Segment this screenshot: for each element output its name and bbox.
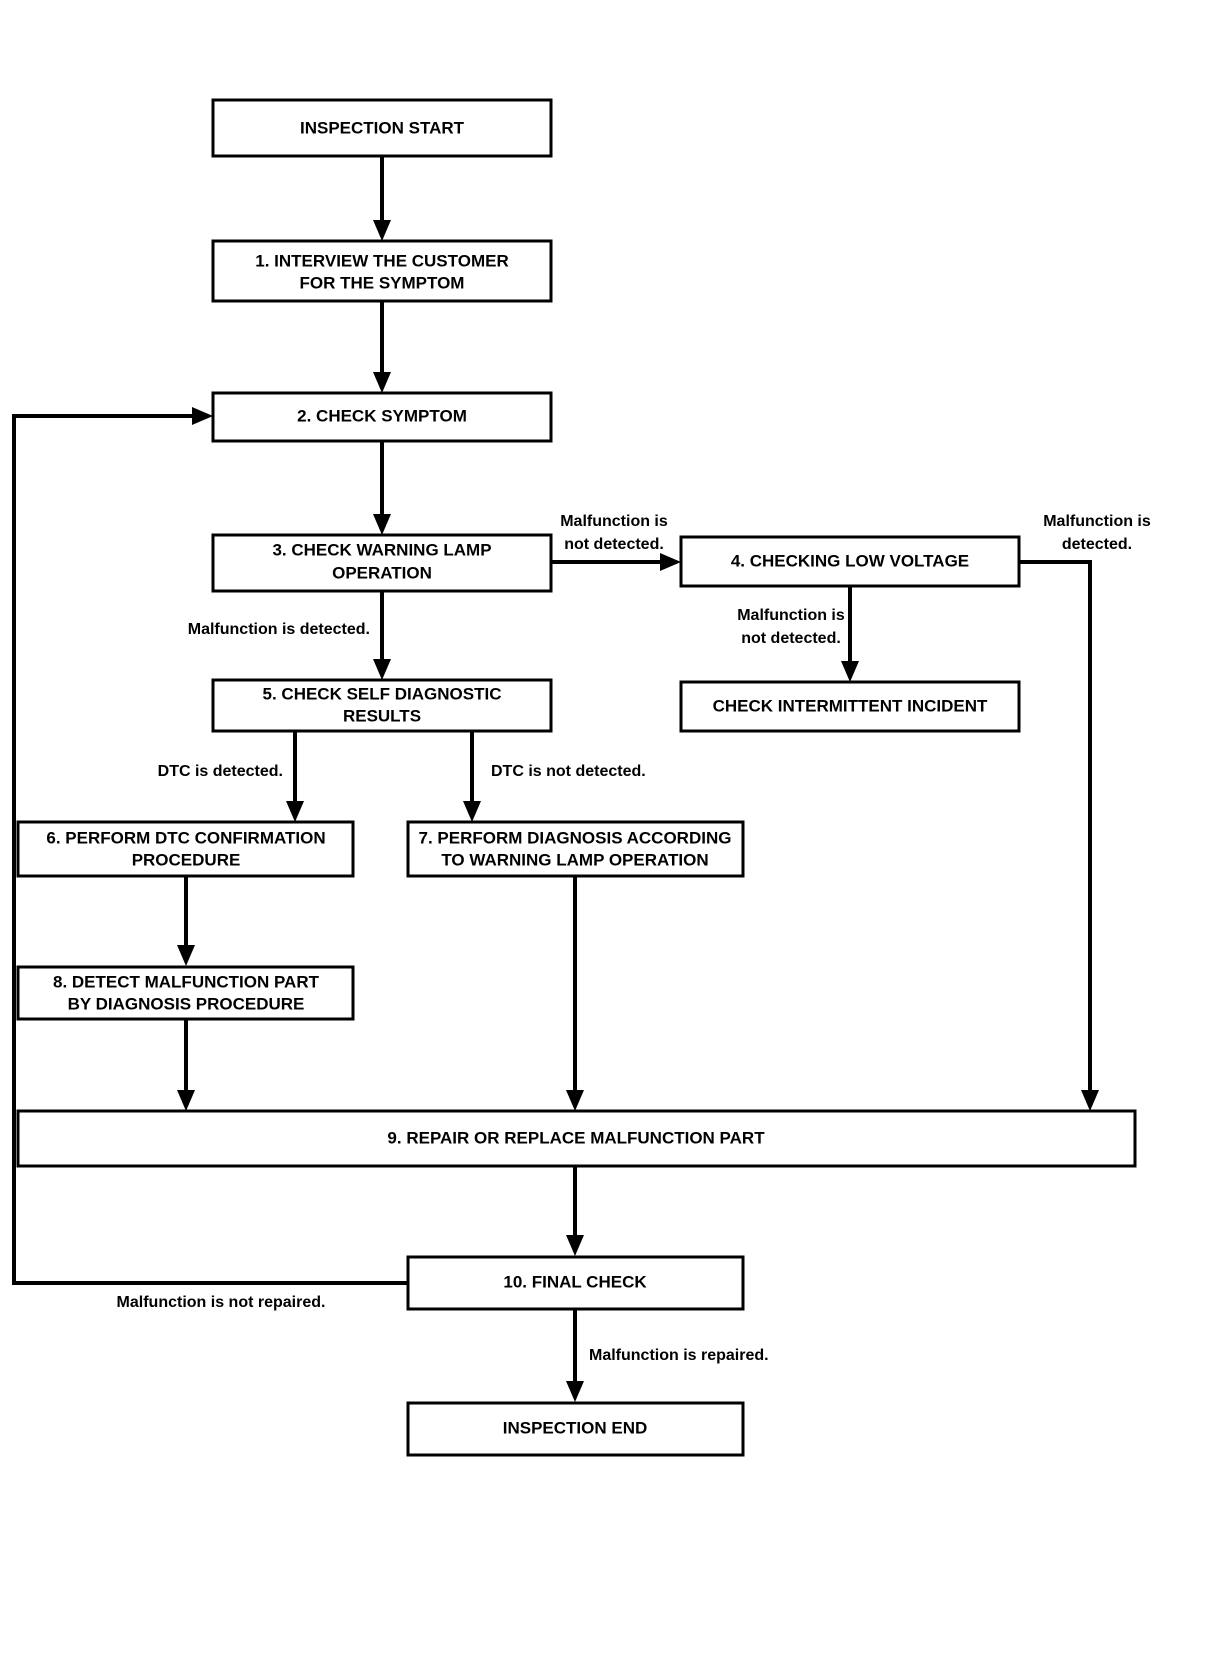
edge-label-lowvolt-detected-line1: Malfunction is	[1043, 513, 1151, 530]
node-step1-label-line1: 1. INTERVIEW THE CUSTOMER	[255, 251, 508, 270]
node-step3-label-line1: 3. CHECK WARNING LAMP	[272, 540, 491, 559]
edge-step4-to-check-intermittent	[841, 586, 859, 682]
edge-label-lowvolt-not-detected-line2: not detected.	[741, 630, 841, 647]
edge-label-not-repaired-text: Malfunction is not repaired.	[117, 1294, 326, 1311]
edge-label-dtc-not-detected: DTC is not detected.	[491, 763, 646, 780]
edge-step1-to-step2	[373, 301, 391, 393]
edge-label-lamp-detected: Malfunction is detected.	[188, 621, 370, 638]
edge-step8-to-step9	[177, 1019, 195, 1111]
node-step2-label: 2. CHECK SYMPTOM	[297, 406, 467, 425]
edge-step2-to-step3	[373, 441, 391, 535]
node-step5-label-line2: RESULTS	[343, 706, 421, 725]
node-step2-check-symptom[interactable]: 2. CHECK SYMPTOM	[211, 391, 553, 443]
node-step3-check-warning-lamp[interactable]: 3. CHECK WARNING LAMP OPERATION	[211, 533, 553, 593]
node-step9-repair-or-replace[interactable]: 9. REPAIR OR REPLACE MALFUNCTION PART	[16, 1109, 1137, 1168]
edge-label-lamp-not-detected-line2: not detected.	[564, 536, 664, 553]
edge-step3-to-step4	[551, 553, 681, 571]
node-inspection-start[interactable]: INSPECTION START	[211, 98, 553, 158]
edge-start-to-step1	[373, 156, 391, 241]
edge-label-lowvolt-detected: Malfunction is detected.	[1043, 513, 1151, 553]
node-inspection-end-label: INSPECTION END	[503, 1418, 648, 1437]
node-step1-label-line2: FOR THE SYMPTOM	[300, 273, 465, 292]
node-step6-label-line1: 6. PERFORM DTC CONFIRMATION	[46, 828, 325, 847]
edge-step5-to-step6	[286, 731, 304, 822]
node-step8-label-line1: 8. DETECT MALFUNCTION PART	[53, 972, 320, 991]
node-step5-check-self-diagnostic-results[interactable]: 5. CHECK SELF DIAGNOSTIC RESULTS	[211, 678, 553, 733]
node-step7-label-line1: 7. PERFORM DIAGNOSIS ACCORDING	[419, 828, 732, 847]
node-step10-label: 10. FINAL CHECK	[503, 1272, 647, 1291]
node-step3-label-line2: OPERATION	[332, 563, 432, 582]
node-step9-label: 9. REPAIR OR REPLACE MALFUNCTION PART	[387, 1128, 765, 1147]
node-step1-interview-customer[interactable]: 1. INTERVIEW THE CUSTOMER FOR THE SYMPTO…	[211, 239, 553, 303]
edge-step7-to-step9	[566, 876, 584, 1111]
edge-label-dtc-detected-text: DTC is detected.	[158, 763, 283, 780]
node-step6-perform-dtc-confirmation[interactable]: 6. PERFORM DTC CONFIRMATION PROCEDURE	[16, 820, 355, 878]
node-step8-detect-malfunction-part[interactable]: 8. DETECT MALFUNCTION PART BY DIAGNOSIS …	[16, 965, 355, 1021]
edge-label-repaired-text: Malfunction is repaired.	[589, 1347, 769, 1364]
edge-label-lamp-not-detected: Malfunction is not detected.	[560, 513, 668, 553]
node-step6-label-line2: PROCEDURE	[132, 850, 241, 869]
edge-step6-to-step8	[177, 876, 195, 966]
edge-label-dtc-detected: DTC is detected.	[158, 763, 283, 780]
edge-label-repaired: Malfunction is repaired.	[589, 1347, 769, 1364]
edge-step4-to-step9	[1019, 560, 1099, 1111]
node-step7-perform-diagnosis-warning-lamp[interactable]: 7. PERFORM DIAGNOSIS ACCORDING TO WARNIN…	[406, 820, 745, 878]
edge-label-lamp-not-detected-line1: Malfunction is	[560, 513, 668, 530]
node-inspection-end[interactable]: INSPECTION END	[406, 1401, 745, 1457]
edge-label-not-repaired: Malfunction is not repaired.	[117, 1294, 326, 1311]
node-check-intermittent-incident-label: CHECK INTERMITTENT INCIDENT	[713, 696, 988, 715]
node-step5-label-line1: 5. CHECK SELF DIAGNOSTIC	[263, 684, 502, 703]
edge-label-dtc-not-detected-text: DTC is not detected.	[491, 763, 646, 780]
edge-label-lowvolt-not-detected: Malfunction is not detected.	[737, 607, 845, 647]
node-step4-label: 4. CHECKING LOW VOLTAGE	[731, 551, 969, 570]
edge-step9-to-step10	[566, 1166, 584, 1256]
edge-step10-to-end	[566, 1309, 584, 1402]
edge-label-lowvolt-not-detected-line1: Malfunction is	[737, 607, 845, 624]
node-step10-final-check[interactable]: 10. FINAL CHECK	[406, 1255, 745, 1311]
edge-step5-to-step7	[463, 731, 481, 822]
node-step8-label-line2: BY DIAGNOSIS PROCEDURE	[68, 994, 305, 1013]
edge-label-lowvolt-detected-line2: detected.	[1062, 536, 1132, 553]
edge-label-lamp-detected-text: Malfunction is detected.	[188, 621, 370, 638]
node-step4-checking-low-voltage[interactable]: 4. CHECKING LOW VOLTAGE	[679, 535, 1021, 588]
edge-step10-to-step2-feedback	[12, 407, 408, 1285]
node-check-intermittent-incident[interactable]: CHECK INTERMITTENT INCIDENT	[679, 680, 1021, 733]
edge-step3-to-step5	[373, 591, 391, 680]
node-step7-label-line2: TO WARNING LAMP OPERATION	[441, 850, 708, 869]
node-inspection-start-label: INSPECTION START	[300, 118, 465, 137]
